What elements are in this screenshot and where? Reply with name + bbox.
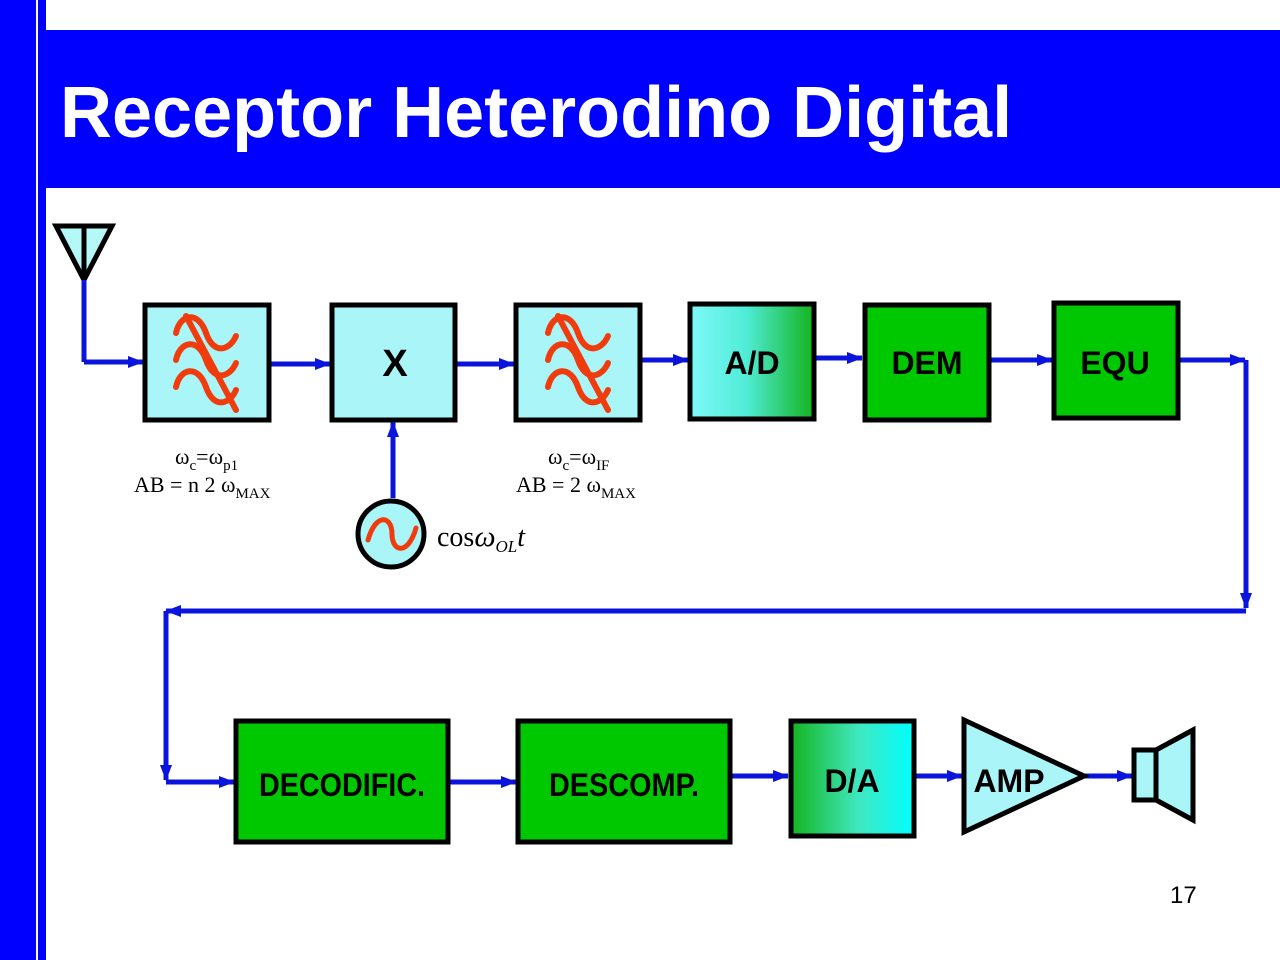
- ad-converter-block: A/D: [687, 301, 817, 422]
- oscillator-label: cosωOLt: [437, 520, 526, 556]
- dem-label: DEM: [891, 345, 962, 381]
- filter-wave-icon: [173, 313, 239, 413]
- sine-wave-icon: [365, 517, 419, 551]
- decompressor-block: DESCOMP.: [515, 718, 733, 845]
- svg-text:ωc=ωp1: ωc=ωp1: [175, 444, 238, 474]
- slide-title: Receptor Heterodino Digital: [60, 73, 1013, 153]
- left-accent-bar-inner: [38, 0, 46, 960]
- equalizer-block: EQU: [1051, 300, 1181, 421]
- filter-wave-icon: [545, 313, 611, 413]
- descomp-label: DESCOMP.: [549, 767, 699, 803]
- speaker-icon: [1131, 725, 1196, 825]
- mixer-label: X: [382, 343, 408, 385]
- da-converter-block: D/A: [788, 718, 917, 839]
- filter1-spec: ωc=ωp1 AB = n 2 ωMAX: [134, 444, 271, 502]
- filter2-spec: ωc=ωIF AB = 2 ωMAX: [516, 444, 636, 502]
- antenna-icon: [51, 223, 117, 362]
- amplifier-block: AMP: [961, 716, 1090, 836]
- equ-label: EQU: [1080, 345, 1149, 381]
- mixer-block: X: [329, 302, 458, 423]
- title-banner: [46, 30, 1280, 188]
- page-number: 17: [1170, 882, 1197, 909]
- bandpass-filter-2: [513, 302, 643, 423]
- svg-text:ωc=ωIF: ωc=ωIF: [548, 444, 609, 474]
- left-accent-bar-outer: [0, 0, 36, 960]
- svg-text:AB = n 2 ωMAX: AB = n 2 ωMAX: [134, 472, 271, 502]
- local-oscillator: [355, 498, 427, 570]
- decoder-block: DECODIFIC.: [233, 718, 451, 845]
- decodific-label: DECODIFIC.: [259, 767, 425, 803]
- demodulator-block: DEM: [862, 302, 992, 423]
- da-label: D/A: [824, 763, 879, 799]
- bandpass-filter-1: [142, 302, 272, 423]
- ad-label: A/D: [724, 345, 779, 381]
- amp-label: AMP: [973, 763, 1044, 799]
- svg-text:AB = 2 ωMAX: AB = 2 ωMAX: [516, 472, 636, 502]
- signal-connections: [84, 352, 1252, 788]
